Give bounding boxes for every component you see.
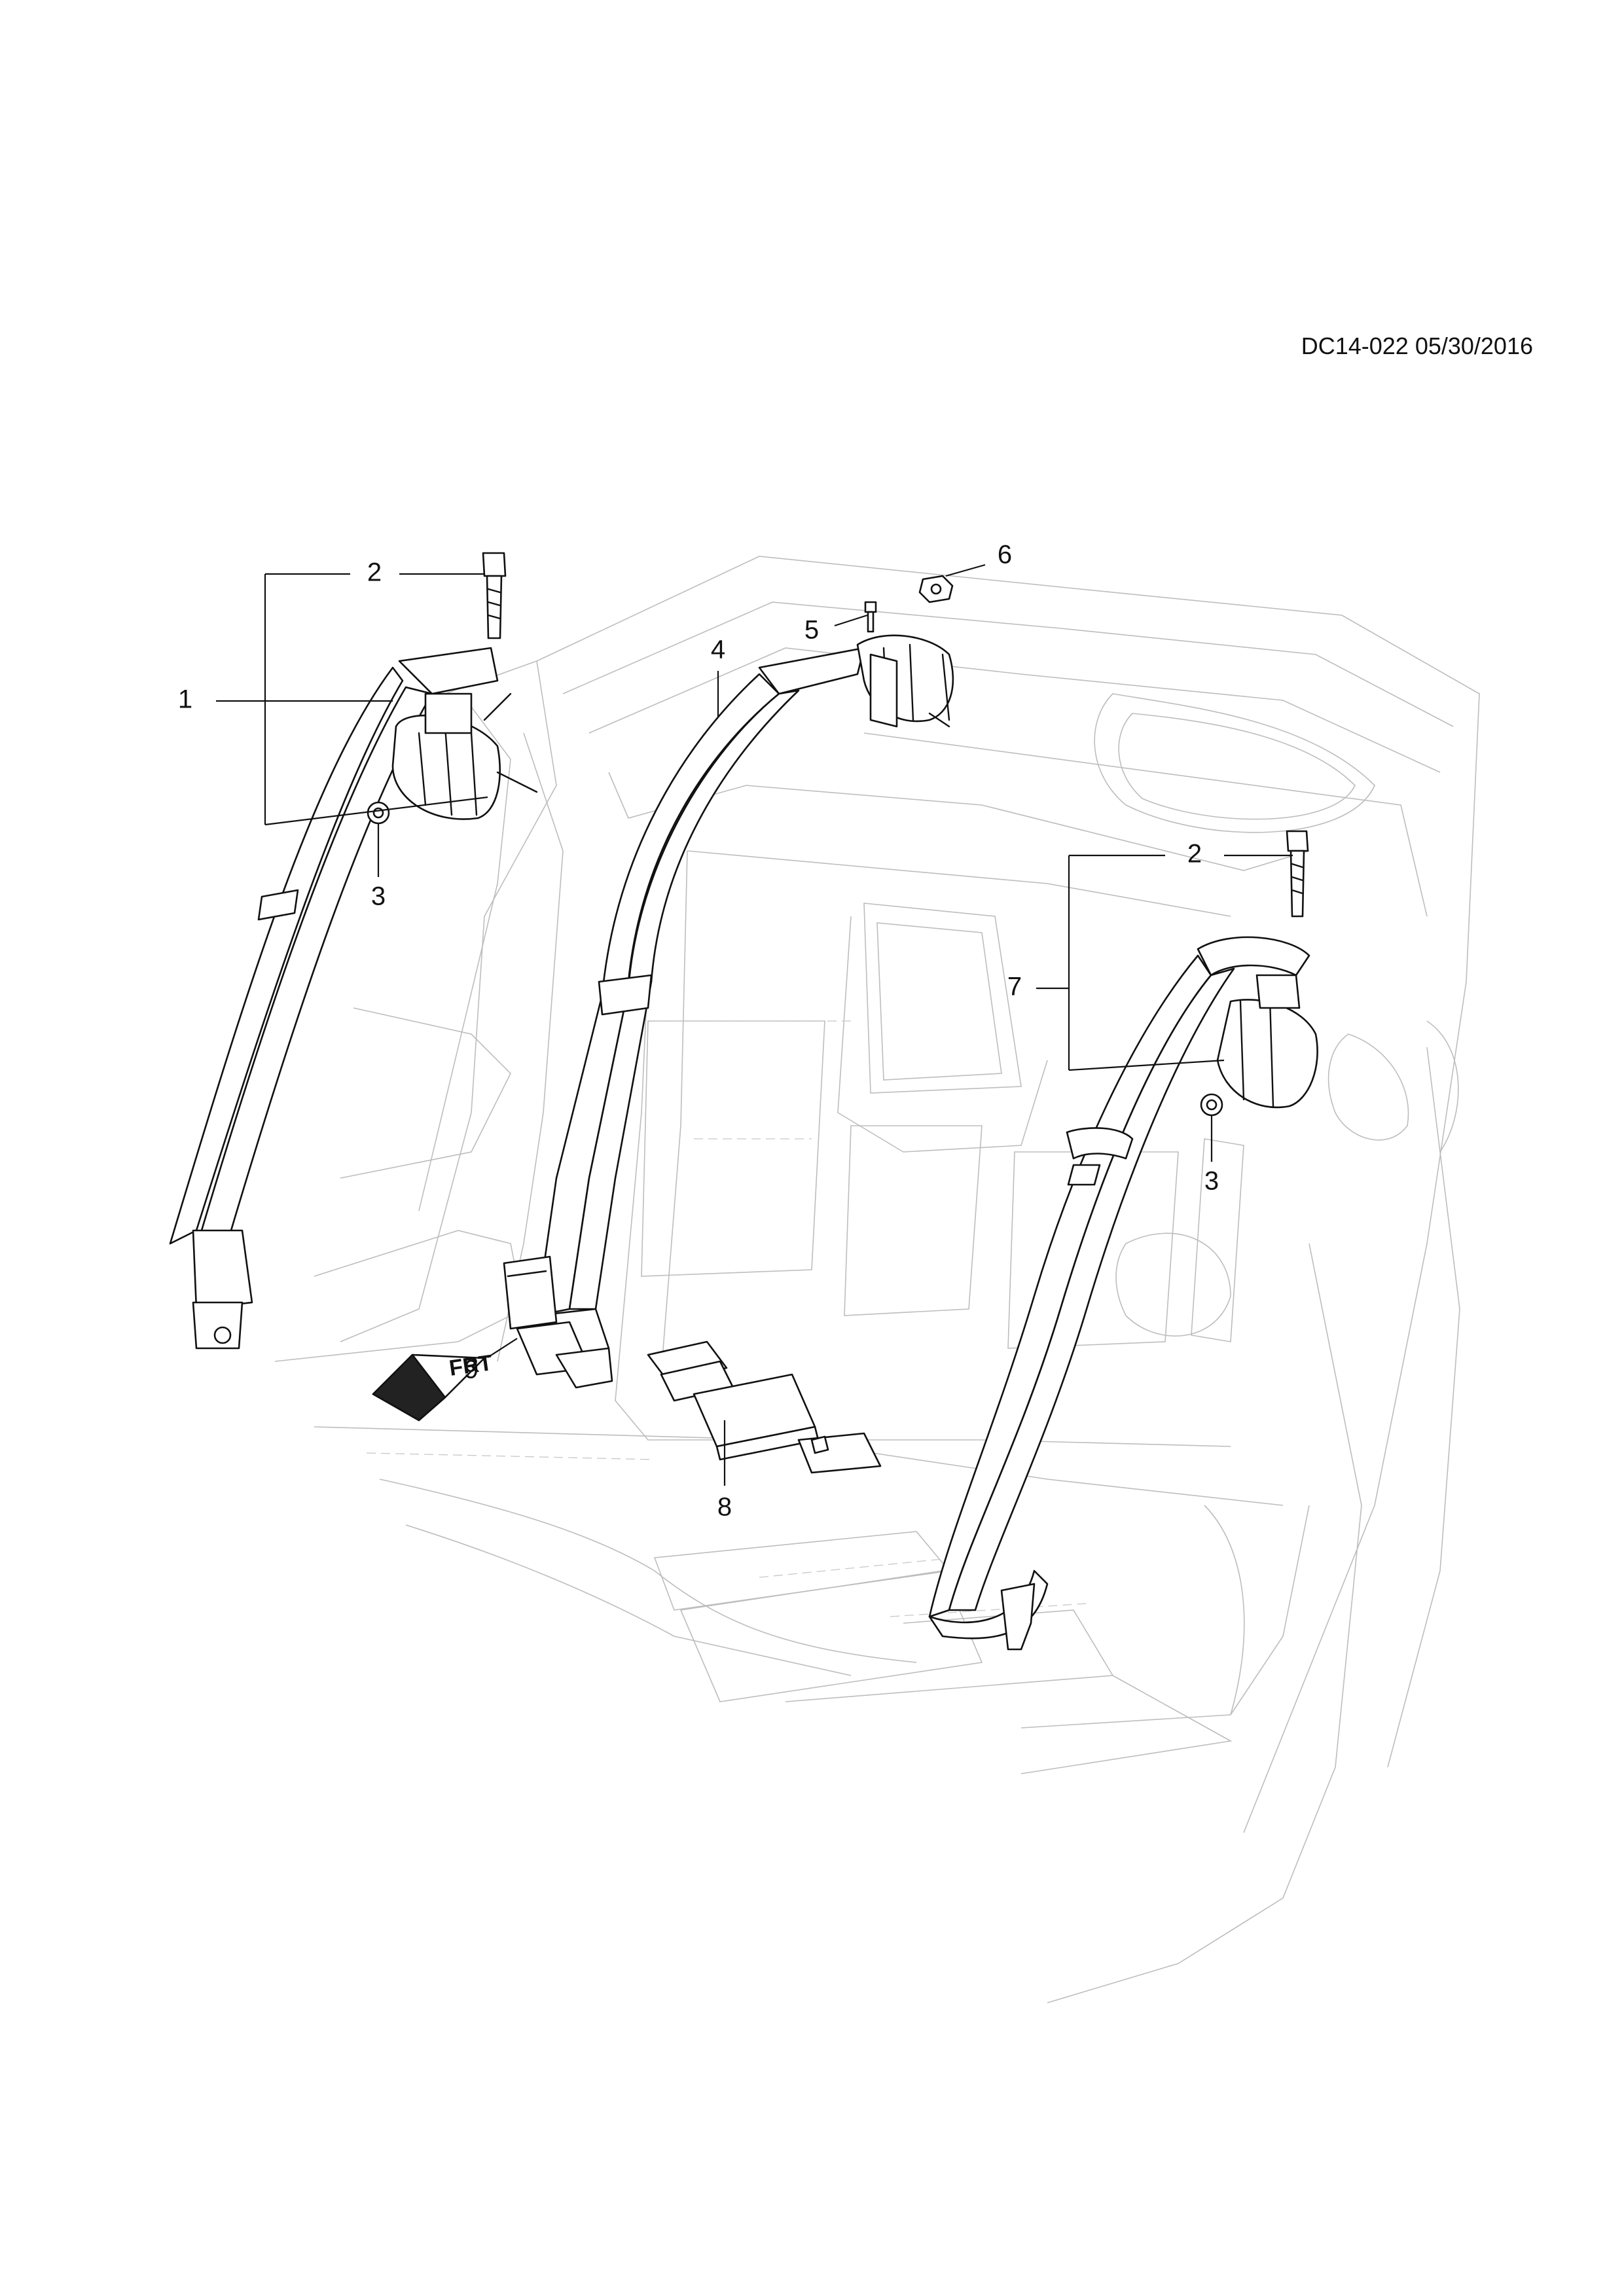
rh-outer-seat-belt[interactable] <box>928 830 1318 1651</box>
center-buckle[interactable] <box>647 1340 882 1474</box>
document-code: DC14-022 05/30/2016 <box>1301 332 1533 359</box>
callout-7: 7 <box>1007 973 1022 1001</box>
callout-4: 4 <box>711 636 725 664</box>
callout-2-lh: 2 <box>367 558 382 587</box>
bolt-icon <box>1286 830 1309 918</box>
callout-8: 8 <box>717 1493 732 1522</box>
nut-icon <box>1200 1093 1223 1117</box>
bolt-icon <box>482 552 507 639</box>
lh-center-buckle[interactable] <box>503 1255 613 1389</box>
bolt-icon <box>864 601 877 633</box>
front-direction-arrow: FRT <box>372 1350 494 1422</box>
callout-6: 6 <box>998 541 1012 569</box>
callout-5: 5 <box>804 616 819 645</box>
center-seat-belt[interactable] <box>535 575 954 1363</box>
frt-label: FRT <box>448 1350 494 1381</box>
callout-3-lh: 3 <box>371 882 386 911</box>
callout-2-rh: 2 <box>1187 840 1202 869</box>
callout-1: 1 <box>178 685 192 714</box>
lh-outer-seat-belt[interactable] <box>169 552 538 1350</box>
callout-9: 9 <box>464 1355 478 1384</box>
callout-labels: 1 2 3 4 5 6 2 7 3 8 9 <box>178 541 1219 1522</box>
vehicle-body-outline <box>274 556 1480 2003</box>
nut-icon <box>918 575 954 603</box>
callout-3-rh: 3 <box>1204 1167 1219 1196</box>
leader-lines <box>216 564 1293 1486</box>
nut-icon <box>367 801 390 825</box>
